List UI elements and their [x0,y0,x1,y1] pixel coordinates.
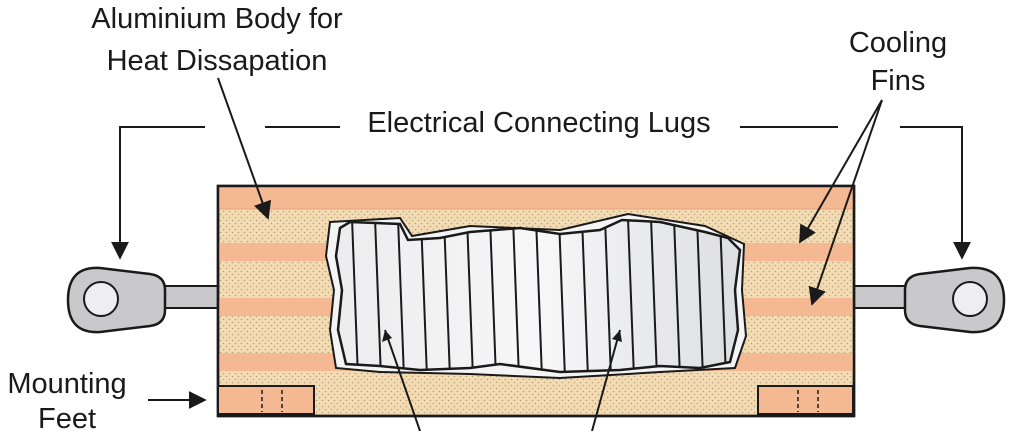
lug-arrow-left [111,126,205,260]
label-fins-line2: Fins [871,65,926,97]
resistance-wire-winding [324,212,748,380]
lug-arrow-right [900,126,971,260]
label-lugs: Electrical Connecting Lugs [367,107,710,139]
fin-stripe-1 [219,187,853,209]
left-connecting-lug [66,266,223,334]
right-connecting-lug [849,266,1006,334]
label-feet-line1: Mounting [7,368,126,400]
mounting-foot-right [757,385,854,415]
label-body-line2: Heat Dissapation [107,45,328,77]
label-body-line1: Aluminium Body for [91,3,343,35]
body-arrow [217,77,272,220]
label-fins-line1: Cooling [849,27,947,59]
leader-lines [111,77,971,431]
fins-arrow-2 [808,99,883,306]
label-feet-line2: Feet [38,403,96,431]
mounting-foot-left [217,385,315,415]
fins-arrow-1 [799,99,883,244]
